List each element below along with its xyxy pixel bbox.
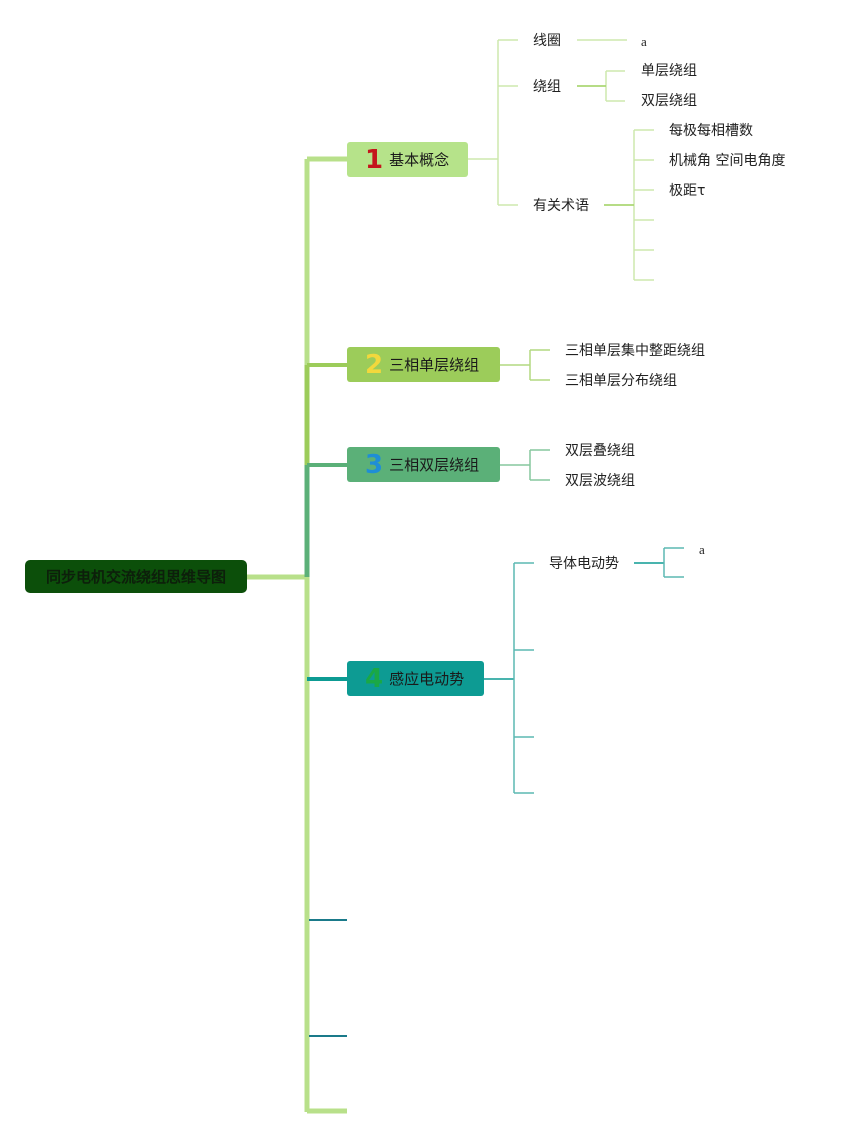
subtopic-double-layer-winding[interactable]: 双层绕组 xyxy=(641,93,697,109)
subtopic-pole-pitch[interactable]: 极距τ xyxy=(669,183,706,199)
subtopic-concentrated-winding[interactable]: 三相单层集中整距绕组 xyxy=(565,343,705,359)
subtopic-distributed-winding[interactable]: 三相单层分布绕组 xyxy=(565,373,677,389)
branch-1-label: 基本概念 xyxy=(389,151,450,169)
branch-3-number: 3 xyxy=(365,449,384,480)
branch-3-connectors xyxy=(500,449,550,481)
subtopic-winding[interactable]: 绕组 xyxy=(533,79,561,95)
subtopic-slots-per-pole-phase[interactable]: 每极每相槽数 xyxy=(669,123,753,139)
branch-4-topic[interactable]: 4 感应电动势 xyxy=(347,661,484,696)
subtopic-terminology[interactable]: 有关术语 xyxy=(533,198,589,214)
subtopic-angles[interactable]: 机械角 空间电角度 xyxy=(669,153,786,169)
branch-1-topic[interactable]: 1 基本概念 xyxy=(347,142,468,177)
branch-1-connectors xyxy=(468,39,654,281)
branch-2-topic[interactable]: 2 三相单层绕组 xyxy=(347,347,500,382)
branch-2-connectors xyxy=(500,349,550,381)
subtopic-coil-a[interactable]: a xyxy=(641,34,647,49)
branch-4-connectors xyxy=(484,547,684,794)
subtopic-conductor-emf[interactable]: 导体电动势 xyxy=(549,556,619,572)
branch-4-number: 4 xyxy=(365,663,384,694)
subtopic-single-layer-winding[interactable]: 单层绕组 xyxy=(641,63,697,79)
subtopic-wave-winding[interactable]: 双层波绕组 xyxy=(565,473,635,489)
branch-3-topic[interactable]: 3 三相双层绕组 xyxy=(347,447,500,482)
branch-3-label: 三相双层绕组 xyxy=(389,456,480,474)
branch-1-number: 1 xyxy=(365,144,384,175)
subtopic-lap-winding[interactable]: 双层叠绕组 xyxy=(565,443,635,459)
branch-2-number: 2 xyxy=(365,349,384,380)
subtopic-conductor-emf-a[interactable]: a xyxy=(699,542,705,557)
root-topic-label: 同步电机交流绕组思维导图 xyxy=(45,568,226,586)
branch-4-label: 感应电动势 xyxy=(389,670,465,688)
root-topic[interactable]: 同步电机交流绕组思维导图 xyxy=(25,560,247,593)
branch-2-label: 三相单层绕组 xyxy=(389,356,480,374)
subtopic-coil[interactable]: 线圈 xyxy=(533,33,561,49)
